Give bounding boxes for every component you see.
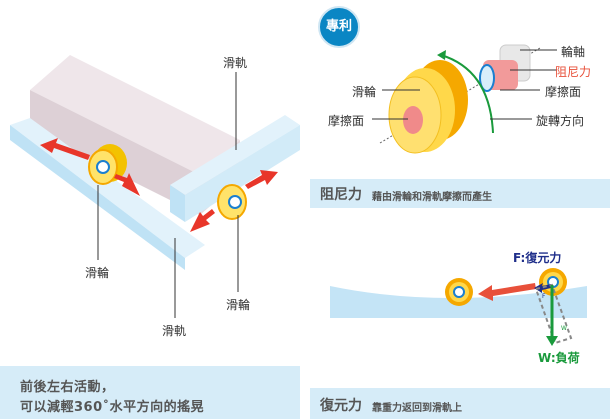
label-rail-top: 滑軌 — [223, 56, 248, 70]
motion-arrows — [40, 138, 278, 232]
caption-restoring: 復元力 靠重力返回到滑軌上 — [310, 388, 610, 419]
label-friction-left: 摩擦面 — [328, 114, 365, 128]
label-wheel-right: 滑輪 — [226, 298, 251, 312]
wheel-right — [217, 184, 247, 220]
rail-right — [170, 115, 300, 222]
caption-restoring-title: 復元力 — [320, 398, 362, 414]
force-parallelogram — [534, 283, 573, 345]
label-damping: 阻尼力 — [555, 65, 592, 79]
label-rotation: 旋轉方向 — [536, 114, 585, 128]
label-f-small: F — [542, 293, 546, 300]
return-arrow — [478, 283, 536, 301]
patent-badge: 專利 — [318, 6, 360, 48]
axle — [479, 44, 531, 92]
caption-restoring-subtitle: 靠重力返回到滑軌上 — [372, 403, 462, 414]
caption-line2: 可以減輕360˚水平方向的搖晃 — [20, 400, 205, 415]
label-rail-bottom: 滑軌 — [162, 324, 187, 338]
caption-movement: 前後左右活動， 可以減輕360˚水平方向的搖晃 — [0, 366, 300, 419]
label-w-small: W — [561, 325, 567, 332]
label-axle: 輪軸 — [561, 45, 586, 59]
rotation-arrowhead — [437, 50, 446, 60]
load-arrowhead — [546, 336, 558, 346]
leader-lines-right — [372, 49, 557, 120]
label-wheel: 滑輪 — [85, 266, 110, 280]
label-load: W:負荷 — [538, 351, 580, 365]
rotation-arc — [440, 54, 494, 134]
caption-damping-title: 阻尼力 — [320, 187, 362, 203]
force-arrow — [534, 283, 551, 293]
caption-damping-subtitle: 藉由滑輪和滑軌摩擦而產生 — [372, 192, 492, 203]
wheel-left — [88, 144, 127, 185]
leader-lines-left — [97, 72, 239, 318]
caption-damping: 阻尼力 藉由滑輪和滑軌摩擦而產生 — [310, 179, 610, 208]
caption-line1: 前後左右活動， — [20, 380, 115, 395]
label-restoring-force: F:復元力 — [513, 251, 562, 265]
pulley-wheel — [388, 60, 468, 154]
label-pulley: 滑輪 — [352, 85, 377, 99]
wheel-center — [445, 278, 473, 306]
label-friction-right: 摩擦面 — [545, 85, 582, 99]
